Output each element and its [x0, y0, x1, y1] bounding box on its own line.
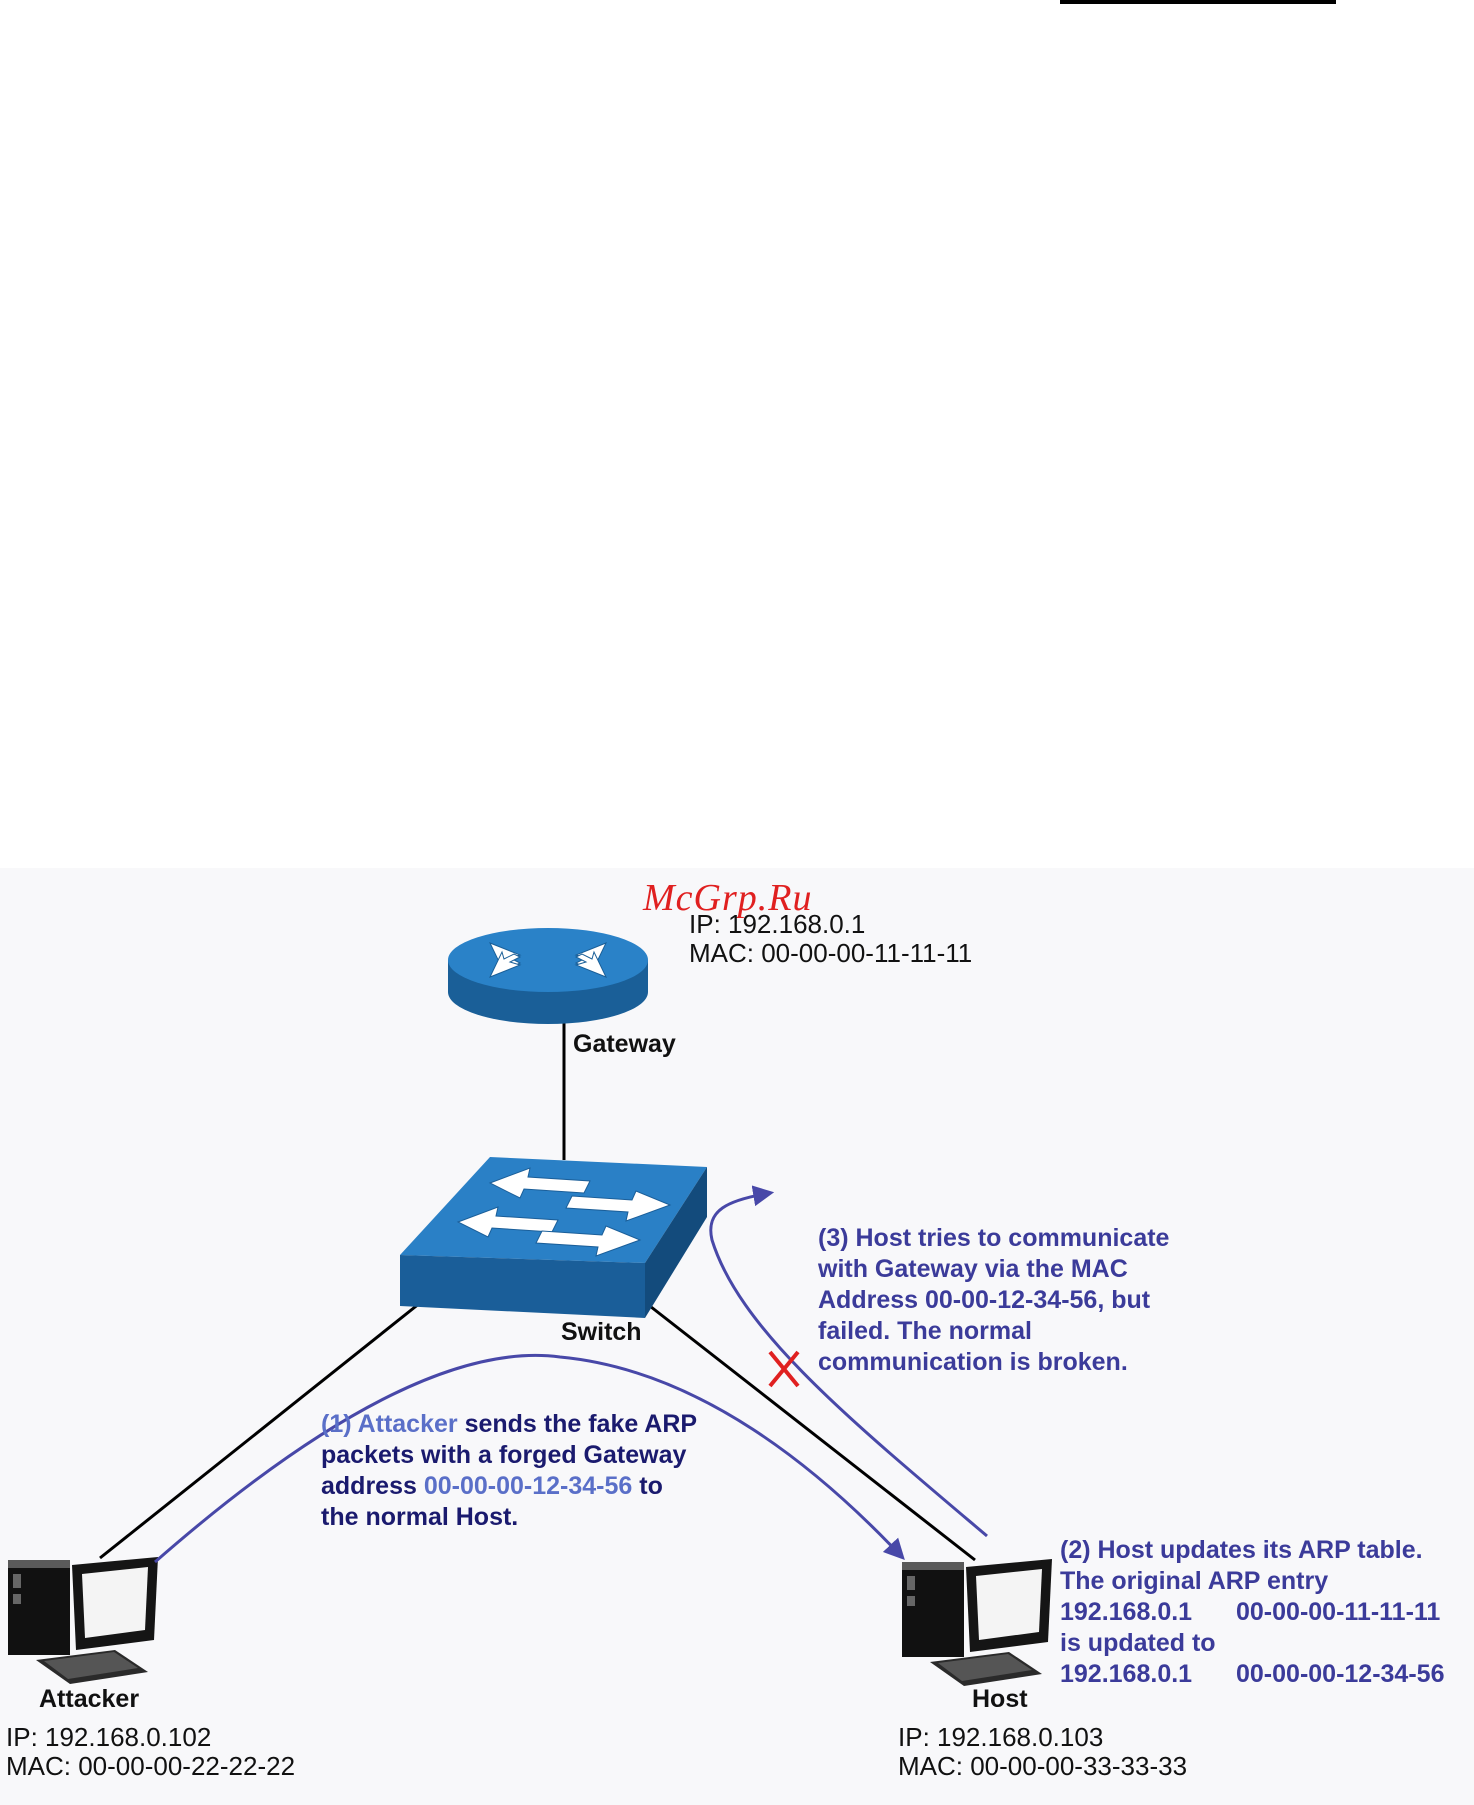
step3-line: communication is broken.: [818, 1348, 1128, 1376]
attacker-computer-icon: [8, 1557, 158, 1684]
step1-line: packets with a forged Gateway: [321, 1441, 687, 1469]
step1-line: address 00-00-00-12-34-56 to: [321, 1471, 697, 1502]
step2-line: (2) Host updates its ARP table.: [1060, 1536, 1423, 1564]
step2-line: is updated to: [1060, 1629, 1216, 1657]
step2-arp-entry-original: 192.168.0.1 00-00-00-11-11-11: [1060, 1597, 1444, 1628]
host-mac: MAC: 00-00-00-33-33-33: [898, 1751, 1188, 1781]
failure-cross-icon: [768, 1350, 800, 1388]
watermark: McGrp.Ru: [643, 877, 813, 919]
step3-line: (3) Host tries to communicate: [818, 1224, 1170, 1252]
arrow-fake-arp: [154, 1353, 905, 1564]
step1-line: (1) Attacker sends the fake ARP: [321, 1409, 697, 1440]
step2-arp-entry-updated: 192.168.0.1 00-00-00-12-34-56: [1060, 1659, 1444, 1690]
switch-icon: [400, 1157, 707, 1318]
step3-line: failed. The normal: [818, 1317, 1032, 1345]
arp-entry-ip: 192.168.0.1: [1060, 1660, 1193, 1688]
host-label: Host: [972, 1685, 1028, 1713]
diagram-panel: [0, 868, 1474, 1805]
step1-forged-mac: 00-00-00-12-34-56: [423, 1472, 633, 1500]
router-icon: [448, 928, 648, 1024]
step1-text: sends the fake ARP: [457, 1410, 698, 1438]
step1-note: (1) Attacker sends the fake ARP packets …: [321, 1409, 697, 1533]
gateway-ip: IP: 192.168.0.1: [689, 909, 866, 939]
arp-entry-mac: 00-00-00-12-34-56: [1236, 1660, 1445, 1688]
attacker-ip: IP: 192.168.0.102: [6, 1722, 212, 1752]
arp-entry-ip: 192.168.0.1: [1060, 1598, 1193, 1626]
gateway-label: Gateway: [573, 1030, 676, 1058]
attacker-mac: MAC: 00-00-00-22-22-22: [6, 1751, 296, 1781]
step2-line: The original ARP entry: [1060, 1567, 1329, 1595]
host-ip: IP: 192.168.0.103: [898, 1722, 1104, 1752]
step1-text: address: [321, 1472, 424, 1500]
attacker-label: Attacker: [39, 1685, 140, 1713]
step1-attacker: Attacker: [357, 1410, 458, 1438]
step1-text: to: [632, 1472, 663, 1500]
step1-line: the normal Host.: [321, 1503, 519, 1531]
arrow-host-to-gateway: [709, 1185, 988, 1538]
step3-note: (3) Host tries to communicate with Gatew…: [818, 1223, 1169, 1378]
header-rule: [1060, 0, 1336, 4]
step1-prefix: (1): [321, 1410, 358, 1438]
arp-entry-mac: 00-00-00-11-11-11: [1236, 1598, 1441, 1626]
link-switch-attacker: [99, 1301, 421, 1560]
step3-line: with Gateway via the MAC: [818, 1255, 1128, 1283]
step3-line: Address 00-00-12-34-56, but: [818, 1286, 1151, 1314]
switch-label: Switch: [561, 1318, 642, 1346]
step2-note: (2) Host updates its ARP table. The orig…: [1060, 1535, 1444, 1690]
gateway-mac: MAC: 00-00-00-11-11-11: [689, 938, 973, 968]
host-computer-icon: [902, 1559, 1052, 1686]
link-switch-host: [645, 1301, 976, 1562]
